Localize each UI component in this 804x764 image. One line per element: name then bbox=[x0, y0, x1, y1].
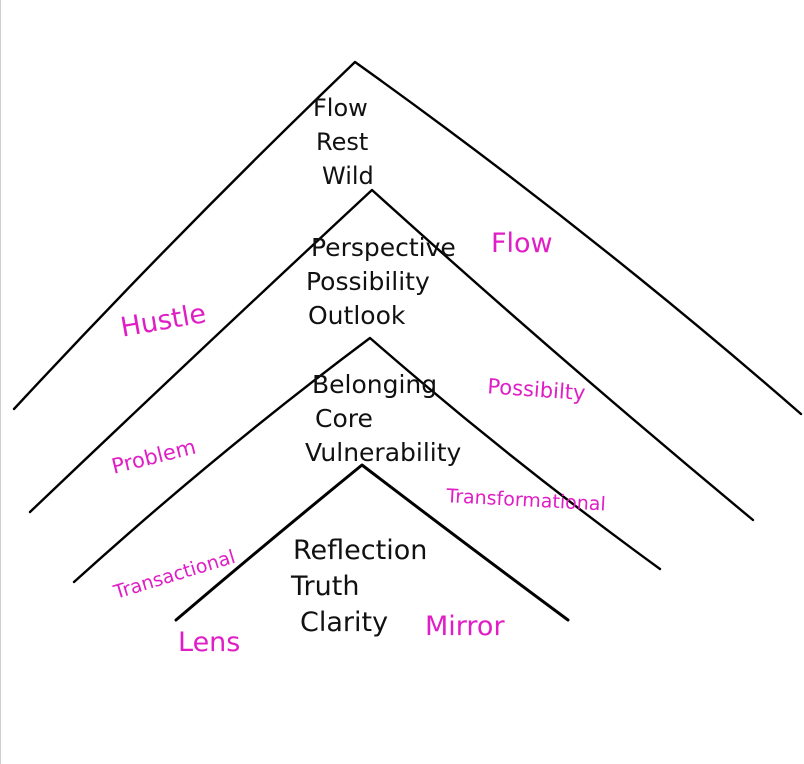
right-label-possibility: Possibilty bbox=[487, 374, 587, 405]
inner-word-1: Reflection bbox=[293, 535, 427, 566]
third-word-2: Core bbox=[315, 404, 373, 433]
top-word-3: Wild bbox=[322, 162, 374, 190]
third-word-1: Belonging bbox=[312, 370, 437, 399]
outer-peak-line bbox=[12, 60, 803, 416]
third-peak-line bbox=[72, 336, 662, 584]
inner-peak-line bbox=[174, 463, 570, 622]
second-word-2: Possibility bbox=[306, 267, 430, 296]
inner-word-3: Clarity bbox=[300, 607, 388, 638]
left-label-hustle: Hustle bbox=[118, 298, 208, 343]
third-word-3: Vulnerability bbox=[305, 438, 462, 467]
top-word-2: Rest bbox=[316, 128, 368, 156]
second-word-3: Outlook bbox=[308, 301, 406, 330]
left-label-lens: Lens bbox=[178, 627, 240, 658]
inner-word-2: Truth bbox=[290, 571, 359, 602]
right-label-transformational: Transformational bbox=[445, 485, 606, 515]
page-left-border bbox=[0, 0, 1, 764]
right-label-mirror: Mirror bbox=[425, 611, 505, 642]
second-peak-line bbox=[28, 188, 755, 522]
left-label-transactional: Transactional bbox=[110, 546, 238, 604]
second-word-1: Perspective bbox=[311, 233, 456, 262]
top-word-1: Flow bbox=[313, 94, 368, 122]
right-label-flow: Flow bbox=[491, 228, 553, 259]
left-label-problem: Problem bbox=[109, 435, 198, 479]
